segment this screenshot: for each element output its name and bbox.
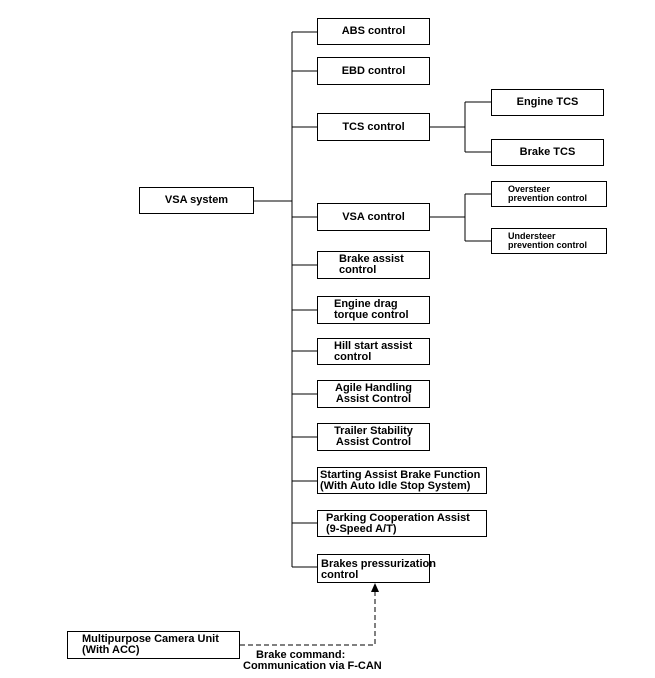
parking-cooperation-assist-box: Parking Cooperation Assist (9-Speed A/T)	[317, 510, 487, 537]
arrow-head-icon	[371, 583, 379, 592]
agile-handling-label-line1: Agile Handling	[335, 382, 412, 394]
camera-unit-label-line1: Multipurpose Camera Unit	[82, 633, 219, 645]
abs-control-label: ABS control	[341, 25, 406, 37]
brake-tcs-label: Brake TCS	[519, 146, 576, 158]
ebd-control-label: EBD control	[341, 64, 406, 77]
starting-assist-brake-function-box: Starting Assist Brake Function (With Aut…	[317, 467, 487, 494]
oversteer-label-line2: prevention control	[508, 193, 588, 203]
agile-handling-label-line2: Assist Control	[335, 393, 412, 405]
agile-handling-assist-control-box: Agile Handling Assist Control	[317, 380, 430, 408]
engine-drag-torque-control-box: Engine drag torque control	[317, 296, 430, 324]
tcs-control-label: TCS control	[342, 120, 405, 133]
abs-control-box: ABS control	[317, 18, 430, 45]
hill-start-label-line1: Hill start assist	[334, 339, 413, 352]
brake-assist-label-line2: control	[339, 264, 377, 276]
engine-drag-label-line2: torque control	[334, 309, 409, 321]
understeer-label-line2: prevention control	[508, 240, 588, 250]
starting-assist-label-line2: (With Auto Idle Stop System)	[320, 479, 471, 492]
understeer-label-line1: Understeer	[508, 231, 556, 241]
brake-assist-control-box: Brake assist control	[317, 251, 430, 279]
understeer-prevention-control-box: Understeer prevention control	[491, 228, 607, 254]
multipurpose-camera-unit-box: Multipurpose Camera Unit (With ACC)	[67, 631, 240, 659]
vsa-control-box: VSA control	[317, 203, 430, 231]
vsa-control-label: VSA control	[342, 210, 405, 223]
brake-command-line2: Communication via F-CAN	[243, 660, 382, 672]
oversteer-label-line1: Oversteer	[508, 184, 551, 194]
brake-tcs-box: Brake TCS	[491, 139, 604, 166]
hill-start-label-line2: control	[334, 350, 372, 363]
brakes-pressurization-control-box: Brakes pressurization control	[317, 554, 436, 583]
vsa-system-label: VSA system	[164, 194, 229, 206]
brake-command-label: Brake command: Communication via F-CAN	[243, 650, 382, 672]
hill-start-assist-control-box: Hill start assist control	[317, 338, 430, 365]
engine-drag-label-line1: Engine drag	[334, 298, 398, 310]
vsa-system-box: VSA system	[139, 187, 254, 214]
ebd-control-box: EBD control	[317, 57, 430, 85]
brakes-pressurization-label-line2: control	[321, 569, 359, 581]
engine-tcs-label: Engine TCS	[516, 96, 579, 108]
trailer-stability-label-line1: Trailer Stability	[334, 425, 413, 437]
camera-unit-label-line2: (With ACC)	[82, 644, 140, 656]
brake-command-line1: Brake command:	[256, 649, 346, 661]
starting-assist-label-line1: Starting Assist Brake Function	[320, 468, 481, 481]
tcs-control-box: TCS control	[317, 113, 430, 141]
trailer-stability-assist-control-box: Trailer Stability Assist Control	[317, 423, 430, 451]
brake-assist-label-line1: Brake assist	[339, 253, 404, 265]
engine-tcs-box: Engine TCS	[491, 89, 604, 116]
brakes-pressurization-label-line1: Brakes pressurization	[321, 558, 436, 570]
trailer-stability-label-line2: Assist Control	[335, 436, 412, 448]
parking-coop-label-line1: Parking Cooperation Assist	[326, 511, 470, 524]
oversteer-prevention-control-box: Oversteer prevention control	[491, 181, 607, 207]
parking-coop-label-line2: (9-Speed A/T)	[326, 522, 397, 535]
